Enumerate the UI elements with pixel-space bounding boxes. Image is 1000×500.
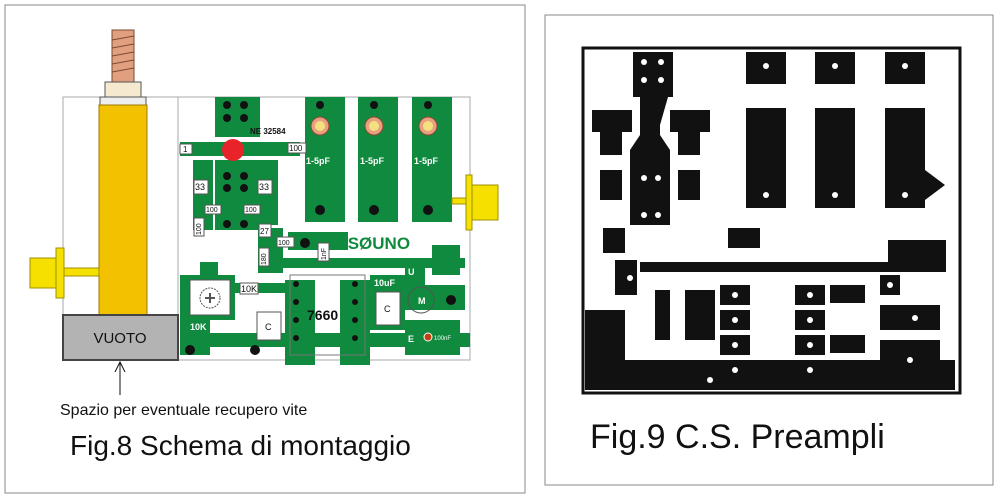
regulator-icon bbox=[407, 286, 435, 314]
resistor-label: 180 bbox=[261, 253, 268, 265]
capacitor-label: C bbox=[265, 322, 272, 332]
fig8-panel: VUOTO Spazio per eventuale recupero vite… bbox=[4, 4, 526, 494]
screw-icon bbox=[99, 29, 147, 106]
resistor-label: 100 bbox=[196, 223, 203, 235]
capacitor-label: 1nF bbox=[321, 248, 328, 260]
resistor-label: 100 bbox=[289, 144, 303, 153]
pot-label: 10K bbox=[190, 322, 207, 332]
transistor-label: NE 32584 bbox=[250, 127, 286, 136]
vuoto-label: VUOTO bbox=[93, 330, 146, 347]
resistor-label: 27 bbox=[260, 227, 269, 236]
potentiometer-icon bbox=[189, 279, 231, 316]
output-connector-icon bbox=[451, 174, 499, 231]
pin-e: E bbox=[408, 334, 414, 344]
note-text: Spazio per eventuale recupero vite bbox=[60, 402, 307, 419]
capacitor-label: 10uF bbox=[374, 278, 396, 288]
pin-u: U bbox=[408, 267, 415, 277]
vuoto-box bbox=[62, 314, 179, 361]
resistor-label: 33 bbox=[259, 182, 269, 192]
resistor-label: 100 bbox=[245, 207, 257, 214]
pcb-copper bbox=[585, 52, 955, 390]
ic-outline bbox=[289, 274, 366, 356]
trimmer-capacitors: 1-5pF 1-5pF 1-5pF bbox=[306, 116, 439, 166]
capacitor-label: 10uF bbox=[256, 302, 278, 312]
resistor-label: 100 bbox=[278, 240, 290, 247]
resistor-label: 100 bbox=[206, 207, 218, 214]
fig9-caption: Fig.9 C.S. Preampli bbox=[590, 418, 885, 456]
ic-label: 7660 bbox=[307, 307, 338, 323]
trimmer-label: 1-5pF bbox=[414, 156, 439, 166]
trimmer-label: 1-5pF bbox=[306, 156, 331, 166]
input-connector-icon bbox=[29, 247, 100, 299]
resistor-label: 10K bbox=[241, 284, 257, 294]
capacitor-label: C bbox=[384, 304, 391, 314]
trimmer-label: 1-5pF bbox=[360, 156, 385, 166]
coax-tube bbox=[98, 104, 148, 316]
capacitor-label: 10uF bbox=[432, 277, 451, 286]
capacitor-label: 100nF bbox=[434, 336, 451, 342]
capacitor-icon bbox=[423, 332, 433, 342]
pcb-holes bbox=[627, 59, 918, 383]
resistor-label: 1 bbox=[183, 145, 188, 154]
pin-m: M bbox=[418, 296, 426, 306]
pcb-pads bbox=[185, 101, 456, 355]
fig9-panel: Fig.9 C.S. Preampli bbox=[544, 14, 994, 486]
transistor-icon bbox=[222, 139, 244, 161]
resistor-label: 33 bbox=[195, 182, 205, 192]
fig8-caption: Fig.8 Schema di montaggio bbox=[70, 430, 411, 461]
pcb-traces bbox=[180, 97, 470, 365]
callsign-label: ISØUNO bbox=[343, 234, 410, 253]
